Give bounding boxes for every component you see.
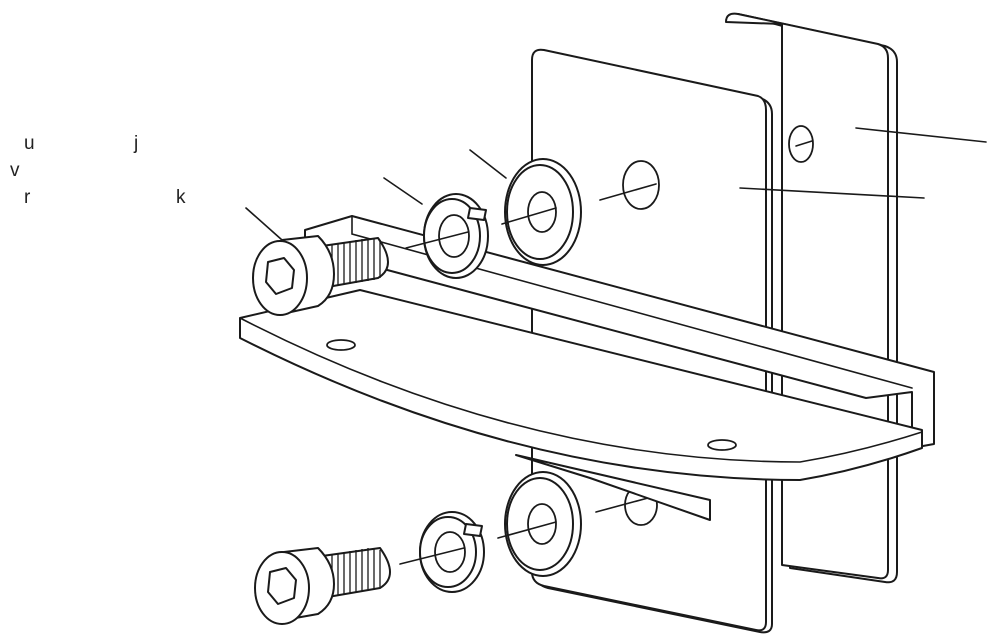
upper-lock-washer [423, 193, 489, 279]
leader-screw [245, 207, 283, 241]
label-v: v [10, 160, 20, 181]
upper-fastener-set [252, 158, 582, 316]
label-k: k [176, 187, 186, 208]
upper-cap-screw [252, 235, 389, 316]
curved-shelf-plate [239, 289, 923, 481]
lower-cap-screw [254, 547, 391, 625]
label-r: r [24, 187, 31, 208]
support-gusset [515, 454, 711, 521]
lower-fastener-set [254, 471, 582, 625]
label-u: u [24, 133, 35, 154]
leader-lock-washer [383, 177, 423, 205]
lower-lock-washer [419, 511, 485, 593]
leader-rear-plate [855, 127, 987, 143]
label-j: j [134, 133, 139, 154]
lower-flat-washer [504, 471, 582, 577]
leader-front-plate [739, 187, 925, 199]
leader-lines [245, 127, 987, 241]
leader-flat-washer [469, 149, 507, 179]
